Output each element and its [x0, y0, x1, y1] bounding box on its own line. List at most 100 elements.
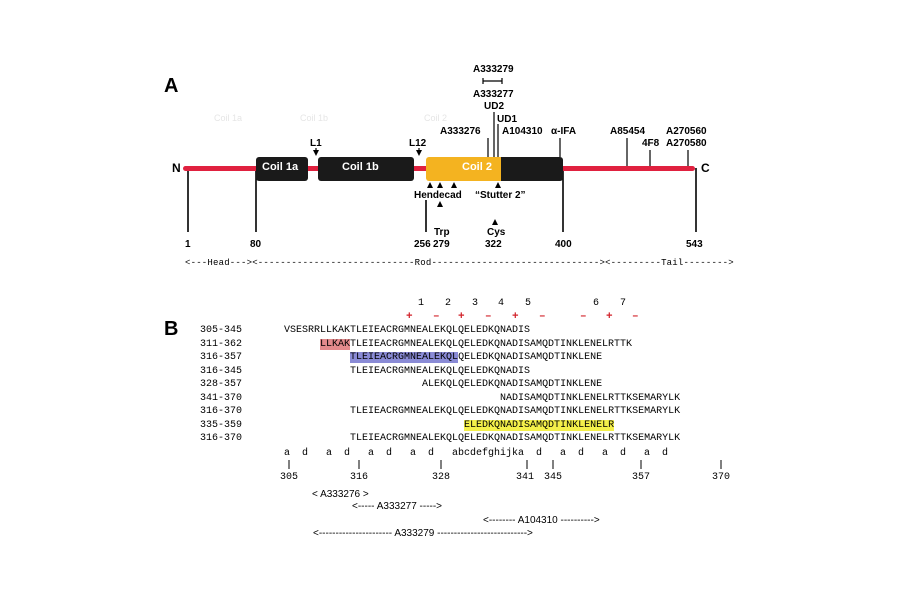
n-terminus-label: N [172, 161, 181, 175]
epitope-a333276: A333276 [440, 126, 481, 137]
faint-label-coil2: Coil 2 [424, 113, 448, 123]
epitope-ud1: UD1 [497, 114, 518, 125]
coil2-label: Coil 2 [462, 161, 492, 173]
epitope-ud2: UD2 [484, 101, 505, 112]
peptide-sequence: VSESRRLLKAKTLEIEACRGMNEALEKQLQELEDKQNADI… [284, 324, 530, 337]
seq-post: TLEIEACRGMNEALEKQLQELEDKQNADISAMQDTINKLE… [350, 433, 681, 444]
peptide-row: 316-370 TLEIEACRGMNEALEKQLQELEDKQNADISAM… [0, 405, 900, 418]
heptad-number-1: 1 [418, 298, 425, 309]
peptide-row: 328-357 ALEKQLQELEDKQNADISAMQDTINKLENE [0, 378, 900, 391]
peptide-row: 316-345 TLEIEACRGMNEALEKQLQELEDKQNADIS [0, 365, 900, 378]
peptide-range: 311-362 [200, 338, 243, 350]
span-a333279: <---------------------- A333279 --------… [313, 528, 533, 539]
peptide-range: 316-370 [200, 406, 243, 417]
pos-322: 322 [485, 239, 502, 250]
peptide-row: 316-370 TLEIEACRGMNEALEKQLQELEDKQNADISAM… [0, 432, 900, 445]
sign-3: + [458, 311, 465, 323]
arrow-hendecad-1 [427, 182, 433, 188]
peptide-sequence: LLKAKTLEIEACRGMNEALEKQLQELEDKQNADISAMQDT… [284, 338, 632, 351]
seq-post: QELEDKQNADISAMQDTINKLENE [458, 352, 603, 363]
arrow-hendecad-3 [451, 182, 457, 188]
sign-6: – [539, 311, 546, 323]
pos-279: 279 [433, 239, 450, 250]
heptad-positions-line: a d a d a d a d abcdefghijka d a d a d a… [284, 448, 669, 459]
arrow-trp [437, 201, 443, 207]
stutter-band [496, 157, 501, 181]
cys-label: Cys [487, 227, 506, 238]
seq-post: ALEKQLQELEDKQNADISAMQDTINKLENE [422, 379, 603, 390]
region-arrows: <---Head---><---------------------------… [185, 258, 734, 268]
hendecad-label: Hendecad [414, 190, 462, 201]
peptide-range: 316-345 [200, 365, 243, 377]
epitope-a333279: A333279 [473, 64, 514, 75]
epitope-a270580: A270580 [666, 138, 707, 149]
epitope-alpha-ifa: α-IFA [551, 126, 577, 137]
peptide-row: 341-370 NADISAMQDTINKLENELRTTKSEMARYLK [0, 392, 900, 405]
peptide-range: 341-370 [200, 392, 243, 404]
epitope-a333277: A333277 [473, 89, 514, 100]
coil1b-box [318, 157, 414, 181]
seq-post: VSESRRLLKAKTLEIEACRGMNEALEKQLQELEDKQNADI… [284, 325, 531, 336]
arrow-cys [492, 219, 498, 225]
peptide-sequence: NADISAMQDTINKLENELRTTKSEMARYLK [284, 392, 680, 405]
heptad-number-7: 7 [620, 298, 627, 309]
schematic-svg [183, 78, 697, 232]
peptide-table: 305-345 VSESRRLLKAKTLEIEACRGMNEALEKQLQEL… [0, 324, 900, 449]
arrow-stutter [495, 182, 501, 188]
span-a104310: <-------- A104310 ----------> [483, 515, 600, 526]
epitope-4f8: 4F8 [642, 138, 660, 149]
l1-label: L1 [310, 138, 322, 149]
peptide-range: 305-345 [200, 325, 243, 336]
seq-post: NADISAMQDTINKLENELRTTKSEMARYLK [500, 392, 681, 404]
heptad-number-3: 3 [472, 298, 479, 309]
axis-label-316: 316 [350, 472, 369, 483]
pos-80: 80 [250, 239, 262, 250]
seq-post: TLEIEACRGMNEALEKQLQELEDKQNADIS [350, 365, 531, 377]
l12-label: L12 [409, 138, 427, 149]
sign-9: – [632, 311, 639, 323]
pos-400: 400 [555, 239, 572, 250]
epitope-a270560: A270560 [666, 126, 707, 137]
peptide-sequence: TLEIEACRGMNEALEKQLQELEDKQNADISAMQDTINKLE… [284, 351, 602, 364]
sign-8: + [606, 311, 613, 323]
stutter-label: “Stutter 2” [475, 190, 526, 201]
arrow-hendecad-2 [437, 182, 443, 188]
panel-b-letter: B [164, 318, 179, 340]
heptad-number-2: 2 [445, 298, 452, 309]
sign-2: – [433, 311, 440, 323]
coil1a-box [256, 157, 308, 181]
seq-highlight-blue: TLEIEACRGMNEALEKQL [350, 352, 459, 363]
c-terminus-label: C [701, 161, 710, 175]
arrow-l12 [416, 150, 422, 156]
peptide-sequence: TLEIEACRGMNEALEKQLQELEDKQNADIS [284, 365, 530, 378]
arrow-l1 [313, 150, 319, 156]
panel-a-letter: A [164, 75, 179, 97]
sign-4: – [485, 311, 492, 323]
peptide-row: 305-345 VSESRRLLKAKTLEIEACRGMNEALEKQLQEL… [0, 324, 900, 337]
seq-highlight-red: LLKAK [320, 338, 351, 350]
epitope-a85454: A85454 [610, 126, 646, 137]
axis-label-370: 370 [712, 472, 731, 483]
axis-label-305: 305 [280, 472, 299, 483]
heptad-number-6: 6 [593, 298, 600, 309]
span-a333277: <----- A333277 -----> [352, 501, 443, 512]
peptide-range: 335-359 [200, 419, 243, 431]
heptad-number-5: 5 [525, 298, 532, 309]
peptide-range: 316-370 [200, 433, 243, 444]
epitope-a104310: A104310 [502, 126, 543, 137]
sign-7: – [580, 311, 587, 323]
peptide-row: 335-359 ELEDKQNADISAMQDTINKLENELR [0, 419, 900, 432]
coil2-yellow-box [426, 157, 466, 181]
heptad-number-4: 4 [498, 298, 505, 309]
pos-543: 543 [686, 239, 703, 250]
seq-post: TLEIEACRGMNEALEKQLQELEDKQNADISAMQDTINKLE… [350, 338, 633, 350]
coil1a-label: Coil 1a [262, 161, 299, 173]
seq-highlight-yellow: ELEDKQNADISAMQDTINKLENELR [464, 419, 615, 431]
sign-1: + [406, 311, 413, 323]
trp-label: Trp [434, 227, 450, 238]
axis-label-357: 357 [632, 472, 651, 483]
peptide-sequence: TLEIEACRGMNEALEKQLQELEDKQNADISAMQDTINKLE… [284, 432, 680, 445]
coil1b-label: Coil 1b [342, 161, 379, 173]
peptide-sequence: TLEIEACRGMNEALEKQLQELEDKQNADISAMQDTINKLE… [284, 405, 680, 418]
